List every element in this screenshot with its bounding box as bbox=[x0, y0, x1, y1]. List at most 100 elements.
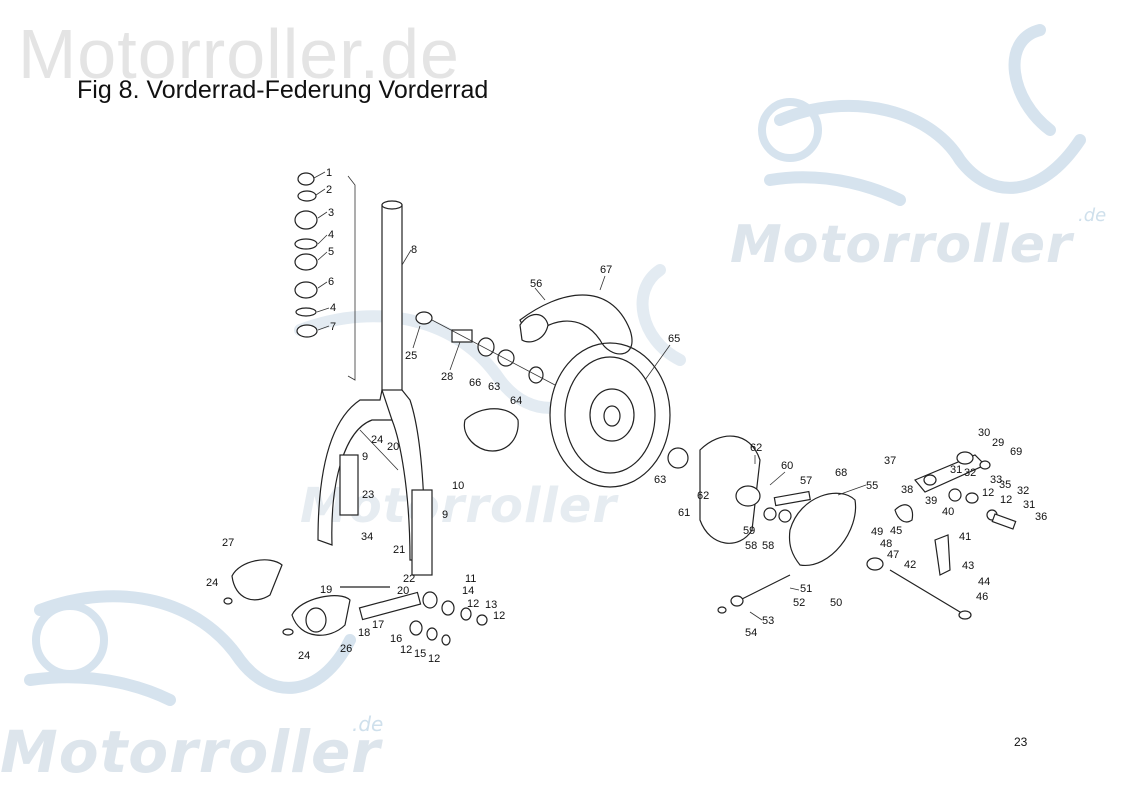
part-label: 13 bbox=[485, 599, 497, 611]
part-label: 31 bbox=[1023, 499, 1035, 511]
part-label: 45 bbox=[890, 525, 902, 537]
part-label: 47 bbox=[887, 549, 899, 561]
axle-spacers bbox=[415, 311, 556, 386]
part-label: 63 bbox=[488, 381, 500, 393]
part-label: 23 bbox=[362, 489, 374, 501]
part-label: 17 bbox=[372, 619, 384, 631]
watermark-bottom-suffix: .de bbox=[352, 712, 384, 736]
part-label: 12 bbox=[493, 610, 505, 622]
part-label: 37 bbox=[884, 455, 896, 467]
part-label: 12 bbox=[400, 644, 412, 656]
part-label: 20 bbox=[397, 585, 409, 597]
part-label: 9 bbox=[442, 509, 448, 521]
watermark-right: Motorroller bbox=[730, 215, 1073, 275]
part-label: 51 bbox=[800, 583, 812, 595]
part-label: 30 bbox=[978, 427, 990, 439]
part-label: 44 bbox=[978, 576, 990, 588]
part-label: 66 bbox=[469, 377, 481, 389]
part-label: 11 bbox=[465, 573, 476, 585]
part-label: 3 bbox=[328, 207, 334, 219]
part-labels: 1 2 3 4 5 6 4 7 8 25 28 66 63 64 56 67 6… bbox=[206, 167, 1047, 665]
part-label: 53 bbox=[762, 615, 774, 627]
part-label: 49 bbox=[871, 526, 883, 538]
part-label: 58 bbox=[762, 540, 774, 552]
part-label: 42 bbox=[904, 559, 916, 571]
part-label: 65 bbox=[668, 333, 680, 345]
part-label: 63 bbox=[654, 474, 666, 486]
watermark-scooter-logo bbox=[24, 590, 356, 706]
part-label: 59 bbox=[743, 525, 755, 537]
part-label: 55 bbox=[866, 480, 878, 492]
part-label: 50 bbox=[830, 597, 842, 609]
front-wheel-assembly bbox=[463, 294, 671, 488]
part-label: 64 bbox=[510, 395, 522, 407]
part-label: 26 bbox=[340, 643, 352, 655]
brake-assembly bbox=[667, 435, 857, 614]
part-label: 54 bbox=[745, 627, 757, 639]
part-label: 38 bbox=[901, 484, 913, 496]
part-label: 12 bbox=[1000, 494, 1012, 506]
part-label: 36 bbox=[1035, 511, 1047, 523]
part-label: 32 bbox=[1017, 485, 1029, 497]
fork-assembly bbox=[317, 200, 433, 576]
leader-lines bbox=[313, 171, 867, 621]
part-label: 43 bbox=[962, 560, 974, 572]
part-label: 46 bbox=[976, 591, 988, 603]
page-number: 23 bbox=[1014, 735, 1028, 749]
part-label: 33 bbox=[990, 474, 1002, 486]
part-label: 34 bbox=[361, 531, 373, 543]
part-label: 31 bbox=[950, 464, 962, 476]
part-label: 56 bbox=[530, 278, 542, 290]
part-label: 10 bbox=[452, 480, 464, 492]
part-label: 60 bbox=[781, 460, 793, 472]
part-label: 57 bbox=[800, 475, 812, 487]
part-label: 27 bbox=[222, 537, 234, 549]
part-label: 62 bbox=[750, 442, 762, 454]
part-label: 2 bbox=[326, 184, 332, 196]
part-label: 14 bbox=[462, 585, 474, 597]
watermark-bottom: Motorroller bbox=[0, 718, 381, 786]
part-label: 21 bbox=[393, 544, 405, 556]
part-label: 24 bbox=[371, 434, 383, 446]
watermark-scooter-logo bbox=[758, 24, 1086, 206]
part-label: 68 bbox=[835, 467, 847, 479]
part-label: 5 bbox=[328, 246, 334, 258]
part-label: 25 bbox=[405, 350, 417, 362]
part-label: 24 bbox=[206, 577, 218, 589]
brake-lever-assembly bbox=[866, 451, 1017, 620]
part-label: 16 bbox=[390, 633, 402, 645]
part-label: 28 bbox=[441, 371, 453, 383]
part-label: 7 bbox=[330, 321, 336, 333]
part-label: 62 bbox=[697, 490, 709, 502]
part-label: 4 bbox=[330, 302, 336, 314]
part-label: 15 bbox=[414, 648, 426, 660]
part-label: 1 bbox=[326, 167, 332, 179]
headset-bearing-stack bbox=[294, 172, 356, 381]
part-label: 40 bbox=[942, 506, 954, 518]
part-label: 69 bbox=[1010, 446, 1022, 458]
part-label: 67 bbox=[600, 264, 612, 276]
watermark-top: Motorroller.de bbox=[18, 15, 460, 93]
part-label: 12 bbox=[428, 653, 440, 665]
part-label: 32 bbox=[964, 467, 976, 479]
part-label: 35 bbox=[999, 479, 1011, 491]
part-label: 20 bbox=[387, 441, 399, 453]
part-label: 9 bbox=[362, 451, 368, 463]
part-label: 52 bbox=[793, 597, 805, 609]
part-label: 22 bbox=[403, 573, 415, 585]
watermark-right-suffix: .de bbox=[1078, 205, 1107, 226]
part-label: 41 bbox=[959, 531, 971, 543]
part-label: 24 bbox=[298, 650, 310, 662]
part-label: 12 bbox=[467, 598, 479, 610]
part-label: 6 bbox=[328, 276, 334, 288]
part-label: 48 bbox=[880, 538, 892, 550]
part-label: 39 bbox=[925, 495, 937, 507]
lower-link-parts bbox=[223, 559, 488, 646]
part-label: 19 bbox=[320, 584, 332, 596]
part-label: 8 bbox=[411, 244, 417, 256]
part-label: 61 bbox=[678, 507, 690, 519]
part-label: 18 bbox=[358, 627, 370, 639]
figure-title: Fig 8. Vorderrad-Federung Vorderrad bbox=[77, 76, 489, 104]
part-label: 12 bbox=[982, 487, 994, 499]
